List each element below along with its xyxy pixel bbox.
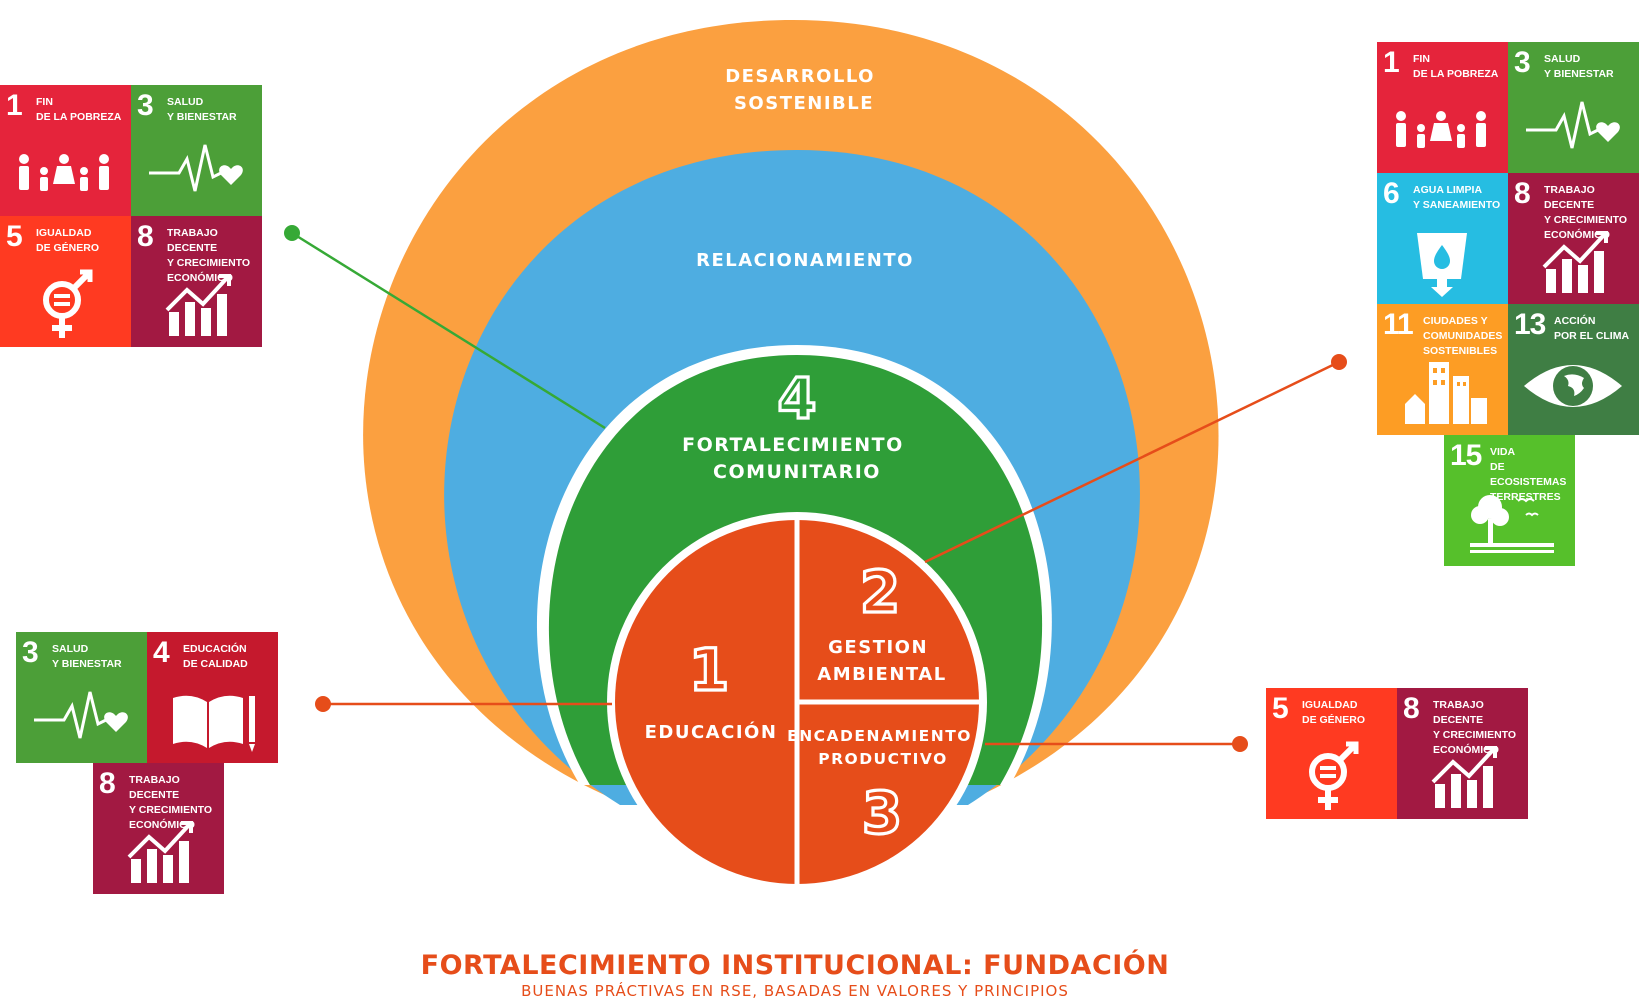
sdg-number: 6 <box>1383 177 1400 210</box>
heartbeat-icon <box>34 691 128 739</box>
sdg-number: 3 <box>22 636 39 669</box>
family-icon <box>19 154 109 191</box>
number-4: 4 <box>778 367 817 432</box>
growth-chart-icon <box>165 274 231 336</box>
heartbeat-icon <box>149 144 243 192</box>
connector-dot-top-left <box>284 225 300 241</box>
sdg-number: 1 <box>6 89 23 122</box>
sdg-number: 5 <box>1272 692 1289 725</box>
connector-dot-top-right <box>1331 354 1347 370</box>
footer: FORTALECIMIENTO INSTITUCIONAL: FUNDACIÓN… <box>0 950 1590 1000</box>
city-icon <box>1405 362 1487 424</box>
tree-birds-icon <box>1470 495 1554 553</box>
label-fortalecimiento-comunitario: FORTALECIMIENTO COMUNITARIO <box>682 434 912 483</box>
connector-top-left <box>291 231 606 430</box>
connector-dot-bottom-left <box>315 696 331 712</box>
sdg-number: 13 <box>1514 308 1546 341</box>
sdg-number: 3 <box>137 89 154 122</box>
footer-subtitle: BUENAS PRÁCTIVAS EN RSE, BASADAS EN VALO… <box>521 982 1069 1000</box>
water-glass-icon <box>1417 233 1467 297</box>
label-encadenamiento-productivo: ENCADENAMIENTO PRODUCTIVO <box>787 727 979 768</box>
sdg-number: 8 <box>1514 177 1531 210</box>
sdg-number: 1 <box>1383 46 1400 79</box>
label-desarrollo-sostenible: DESARROLLO SOSTENIBLE <box>725 66 883 114</box>
sdg-number: 8 <box>99 767 116 800</box>
heartbeat-icon <box>1526 101 1620 149</box>
footer-title: FORTALECIMIENTO INSTITUCIONAL: FUNDACIÓN <box>420 950 1170 981</box>
sdg-number: 4 <box>153 636 170 669</box>
sdg-number: 8 <box>1403 692 1420 725</box>
sdg-number: 15 <box>1450 439 1482 472</box>
number-3: 3 <box>862 779 902 847</box>
growth-chart-icon <box>1542 231 1608 293</box>
gender-equality-icon <box>1309 741 1359 810</box>
connector-dot-bottom-right <box>1232 736 1248 752</box>
connector-top-right <box>924 360 1340 564</box>
gender-equality-icon <box>43 269 93 338</box>
label-relacionamiento: RELACIONAMIENTO <box>696 250 914 271</box>
book-pencil-icon <box>173 695 255 752</box>
sdg-number: 5 <box>6 220 23 253</box>
number-1: 1 <box>689 636 729 704</box>
label-gestion-ambiental: GESTION AMBIENTAL <box>817 637 946 685</box>
growth-chart-icon <box>1431 746 1497 808</box>
label-educacion: EDUCACIÓN <box>645 721 778 743</box>
sdg-number: 11 <box>1383 308 1414 341</box>
sdg-number: 8 <box>137 220 154 253</box>
family-icon <box>1396 111 1486 148</box>
number-2: 2 <box>860 558 900 626</box>
growth-chart-icon <box>127 821 193 883</box>
sdg-number: 3 <box>1514 46 1531 79</box>
earth-eye-icon <box>1524 365 1622 407</box>
